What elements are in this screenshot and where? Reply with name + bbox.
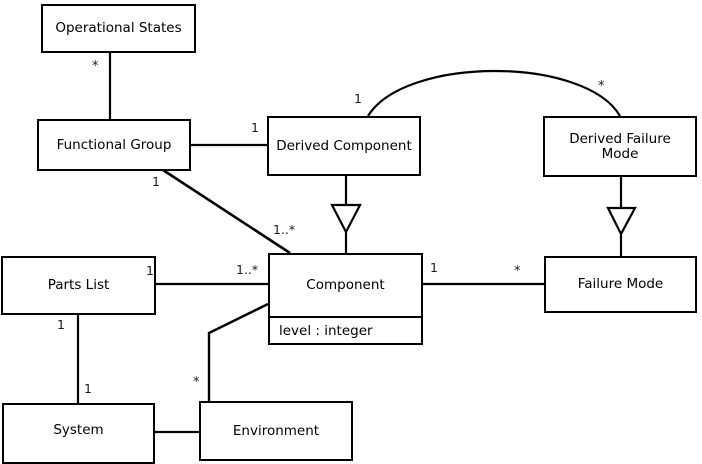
uml-class-derived-failure-mode[interactable]: Derived Failure Mode bbox=[543, 116, 697, 177]
uml-class-functional-group[interactable]: Functional Group bbox=[37, 119, 191, 171]
uml-class-failure-mode[interactable]: Failure Mode bbox=[544, 256, 697, 313]
class-name-component: Component bbox=[306, 277, 385, 294]
class-name-functional-group: Functional Group bbox=[56, 136, 172, 153]
class-name-derived-component: Derived Component bbox=[276, 137, 412, 154]
generalization-triangle-derived-component bbox=[330, 203, 362, 235]
connector-environment-component bbox=[207, 302, 269, 401]
multiplicity-component-failure-mode: 1 bbox=[430, 260, 438, 275]
multiplicity-operational-states-functional-group: * bbox=[92, 59, 99, 74]
uml-class-operational-states[interactable]: Operational States bbox=[41, 4, 196, 53]
uml-class-derived-component[interactable]: Derived Component bbox=[267, 116, 421, 176]
uml-class-system[interactable]: System bbox=[2, 403, 155, 464]
uml-class-parts-list[interactable]: Parts List bbox=[1, 256, 156, 315]
class-name-environment: Environment bbox=[232, 422, 320, 439]
uml-class-component[interactable]: Component level : integer bbox=[268, 253, 423, 345]
connector-derived-component-derived-failure-mode bbox=[367, 69, 621, 117]
class-name-operational-states: Operational States bbox=[55, 20, 182, 37]
multiplicity-component-from-parts-list: 1..* bbox=[236, 262, 259, 277]
multiplicity-failure-mode-from-component: * bbox=[514, 264, 521, 279]
multiplicity-derived-failure-mode-arc: * bbox=[598, 79, 605, 94]
uml-class-environment[interactable]: Environment bbox=[199, 401, 353, 461]
multiplicity-functional-group-derived-component: 1 bbox=[251, 120, 259, 135]
multiplicity-derived-component-arc: 1 bbox=[354, 91, 362, 106]
multiplicity-functional-group-component: 1 bbox=[152, 174, 160, 189]
class-name-parts-list: Parts List bbox=[47, 277, 110, 294]
multiplicity-environment-component: * bbox=[193, 375, 200, 390]
class-name-system: System bbox=[53, 422, 104, 439]
class-name-derived-failure-mode: Derived Failure Mode bbox=[569, 130, 671, 162]
multiplicity-parts-list-system: 1 bbox=[57, 317, 65, 332]
multiplicity-parts-list-component: 1 bbox=[146, 263, 154, 278]
multiplicity-system-from-parts-list: 1 bbox=[84, 381, 92, 396]
generalization-triangle-derived-failure-mode bbox=[606, 206, 637, 237]
connector-functional-group-component bbox=[162, 168, 291, 255]
multiplicity-component-from-functional-group: 1..* bbox=[273, 222, 296, 237]
class-attribute-component-level: level : integer bbox=[270, 316, 421, 343]
class-name-failure-mode: Failure Mode bbox=[577, 276, 664, 293]
